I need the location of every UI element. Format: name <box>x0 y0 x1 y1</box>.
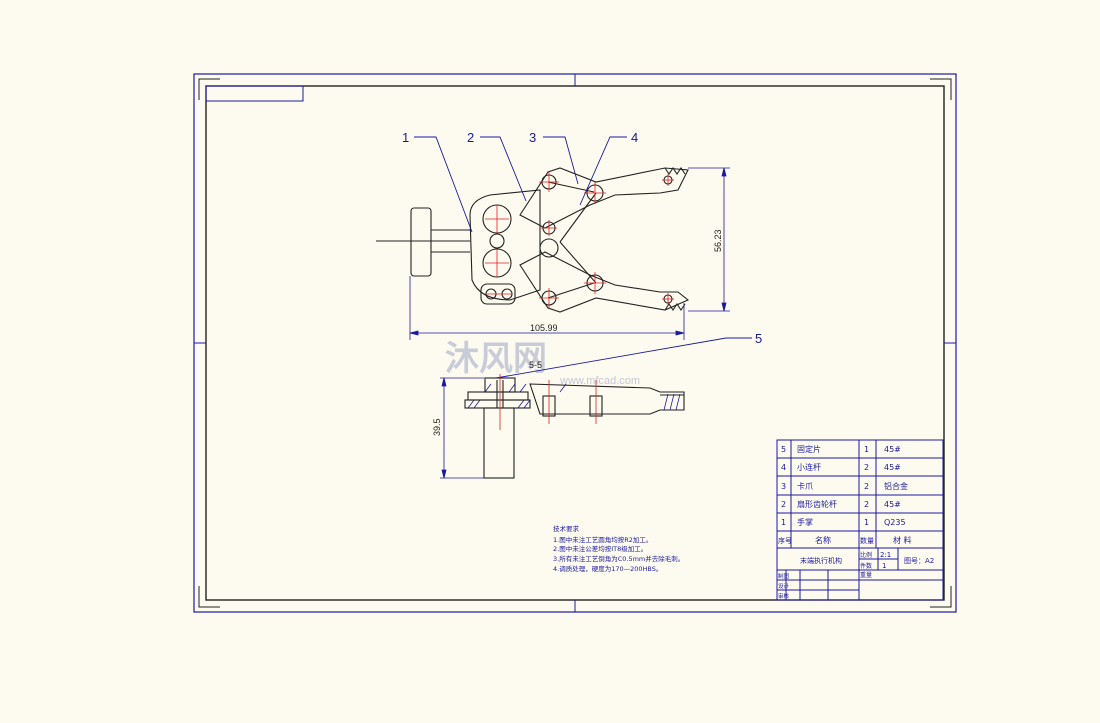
callout-4: 4 <box>631 130 638 145</box>
count-label: 件数 <box>860 562 872 570</box>
side-view-hatching <box>467 383 681 411</box>
bom-name: 小连杆 <box>797 462 821 472</box>
bom-header-qty: 数量 <box>860 536 874 545</box>
dimension-height: 56.23 <box>713 229 723 252</box>
bom-table <box>776 439 944 601</box>
bom-no: 4 <box>781 463 786 472</box>
count-value: 1 <box>882 562 886 570</box>
bom-qty: 1 <box>864 518 869 527</box>
callout-leaders <box>414 136 752 379</box>
section-mark: 5-5 <box>529 360 542 370</box>
dimension-side-height: 39.5 <box>432 418 442 436</box>
bom-material: 45# <box>884 445 901 454</box>
bom-rows: 5 固定片 1 45# 4 小连杆 2 45# 3 卡爪 2 铝合金 2 扇形齿… <box>778 444 912 545</box>
callout-3: 3 <box>529 130 536 145</box>
checked-label: 审核 <box>778 592 790 600</box>
bom-qty: 1 <box>864 445 869 454</box>
main-dimensions <box>409 167 730 340</box>
weight-label: 重量 <box>860 571 872 579</box>
tech-title: 技术要求 <box>553 524 580 533</box>
title-block: 末端执行机构 比例 2:1 件数 1 图号：A2 重量 制图 设计 审核 <box>778 551 934 600</box>
callout-5: 5 <box>755 331 762 346</box>
bom-material: 铝合金 <box>884 481 908 491</box>
side-dimension <box>440 377 484 479</box>
side-view-centerlines <box>499 374 597 430</box>
bom-header-no: 序号 <box>778 536 792 545</box>
bom-qty: 2 <box>864 500 869 509</box>
dimension-width: 105.99 <box>530 323 558 333</box>
bom-name: 固定片 <box>797 444 821 454</box>
tech-item-1: 1.图中未注工艺圆角均按R2加工。 <box>553 535 652 544</box>
bom-no: 2 <box>781 500 786 509</box>
scale-label: 比例 <box>860 551 872 559</box>
drawing-frame <box>193 73 957 613</box>
drawing-name: 末端执行机构 <box>800 556 842 565</box>
bom-no: 1 <box>781 518 786 527</box>
sheet-number: 图号：A2 <box>904 557 934 565</box>
scale-value: 2:1 <box>880 551 891 559</box>
bom-no: 3 <box>781 482 786 491</box>
bom-qty: 2 <box>864 463 869 472</box>
callout-1: 1 <box>402 130 409 145</box>
drawn-label: 制图 <box>778 572 790 580</box>
bom-no: 5 <box>781 445 786 454</box>
tech-item-3: 3.所有未注工艺倒角为C0.5mm并去除毛刺。 <box>553 554 684 563</box>
bom-material: 45# <box>884 463 901 472</box>
gripper-front-view <box>376 167 690 313</box>
bom-name: 手掌 <box>797 517 813 527</box>
callout-2: 2 <box>467 130 474 145</box>
center-lines <box>485 172 674 308</box>
watermark-logo-text: 沐风网 <box>445 339 547 379</box>
bom-qty: 2 <box>864 482 869 491</box>
designed-label: 设计 <box>778 582 790 590</box>
watermark: 沐风网 www.mfcad.com <box>445 339 640 387</box>
bom-material: Q235 <box>884 518 906 527</box>
bom-header-material: 材 料 <box>893 535 912 545</box>
watermark-url: www.mfcad.com <box>559 375 640 387</box>
bom-name: 扇形齿轮杆 <box>797 499 837 509</box>
bom-name: 卡爪 <box>797 481 813 491</box>
tech-requirements: 技术要求 1.图中未注工艺圆角均按R2加工。 2.图中未注公差均按IT8级加工。… <box>553 524 684 573</box>
bom-material: 45# <box>884 500 901 509</box>
bom-header-name: 名称 <box>815 535 831 545</box>
gripper-side-view <box>464 377 685 479</box>
tech-item-2: 2.图中未注公差均按IT8级加工。 <box>553 544 647 553</box>
tech-item-4: 4.调质处理，硬度为170—200HBS。 <box>553 564 662 573</box>
